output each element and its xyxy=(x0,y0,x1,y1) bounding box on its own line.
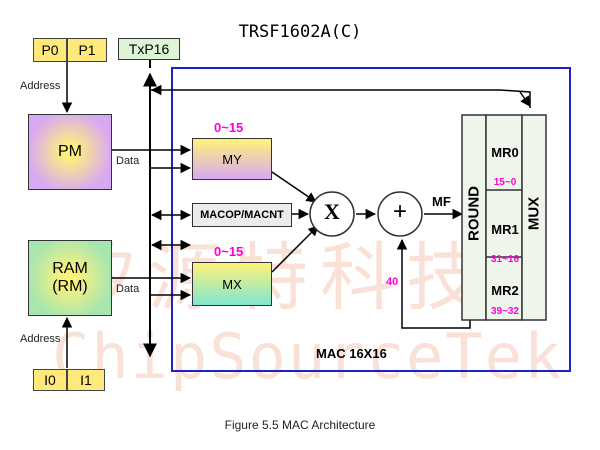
mac-label: MAC 16X16 xyxy=(316,346,387,361)
add-symbol: + xyxy=(392,198,407,225)
ram-block: RAM (RM) xyxy=(28,240,112,316)
figure-caption: Figure 5.5 MAC Architecture xyxy=(224,418,376,432)
pm-block: PM xyxy=(28,114,112,190)
address-label-bottom: Address xyxy=(20,333,61,345)
multiply-symbol: X xyxy=(324,199,340,224)
mr2-bits: 39~32 xyxy=(490,306,520,317)
multiplier-circle xyxy=(309,191,355,237)
port-i1: I1 xyxy=(67,369,105,391)
port-p1: P1 xyxy=(67,38,107,62)
adder-circle xyxy=(377,191,423,237)
mx-register: MX xyxy=(192,262,272,306)
my-register: MY xyxy=(192,138,272,180)
forty-label: 40 xyxy=(386,276,399,288)
my-range: 0~15 xyxy=(214,120,244,135)
watermark-latin: ChipSourceTek xyxy=(52,320,564,393)
chip-title: TRSF1602A(C) xyxy=(238,22,362,42)
round-label: ROUND xyxy=(465,186,483,241)
mr0-label: MR0 xyxy=(491,145,519,160)
mr2-label: MR2 xyxy=(491,283,519,298)
mr0-bits: 15~0 xyxy=(493,177,517,188)
address-label-top: Address xyxy=(20,80,61,92)
mux-label: MUX xyxy=(525,196,543,231)
mf-label: MF xyxy=(432,194,451,209)
ram-sublabel: (RM) xyxy=(52,278,88,295)
mr1-bits: 31~16 xyxy=(490,254,520,265)
data-label-top: Data xyxy=(116,155,140,167)
ram-label: RAM xyxy=(52,260,88,277)
port-p0: P0 xyxy=(33,38,67,62)
mx-range: 0~15 xyxy=(214,244,244,259)
data-label-bottom: Data xyxy=(116,283,140,295)
macop-register: MACOP/MACNT xyxy=(192,203,292,227)
port-i0: I0 xyxy=(33,369,67,391)
mr1-label: MR1 xyxy=(491,222,519,237)
port-txp16: TxP16 xyxy=(118,38,180,60)
